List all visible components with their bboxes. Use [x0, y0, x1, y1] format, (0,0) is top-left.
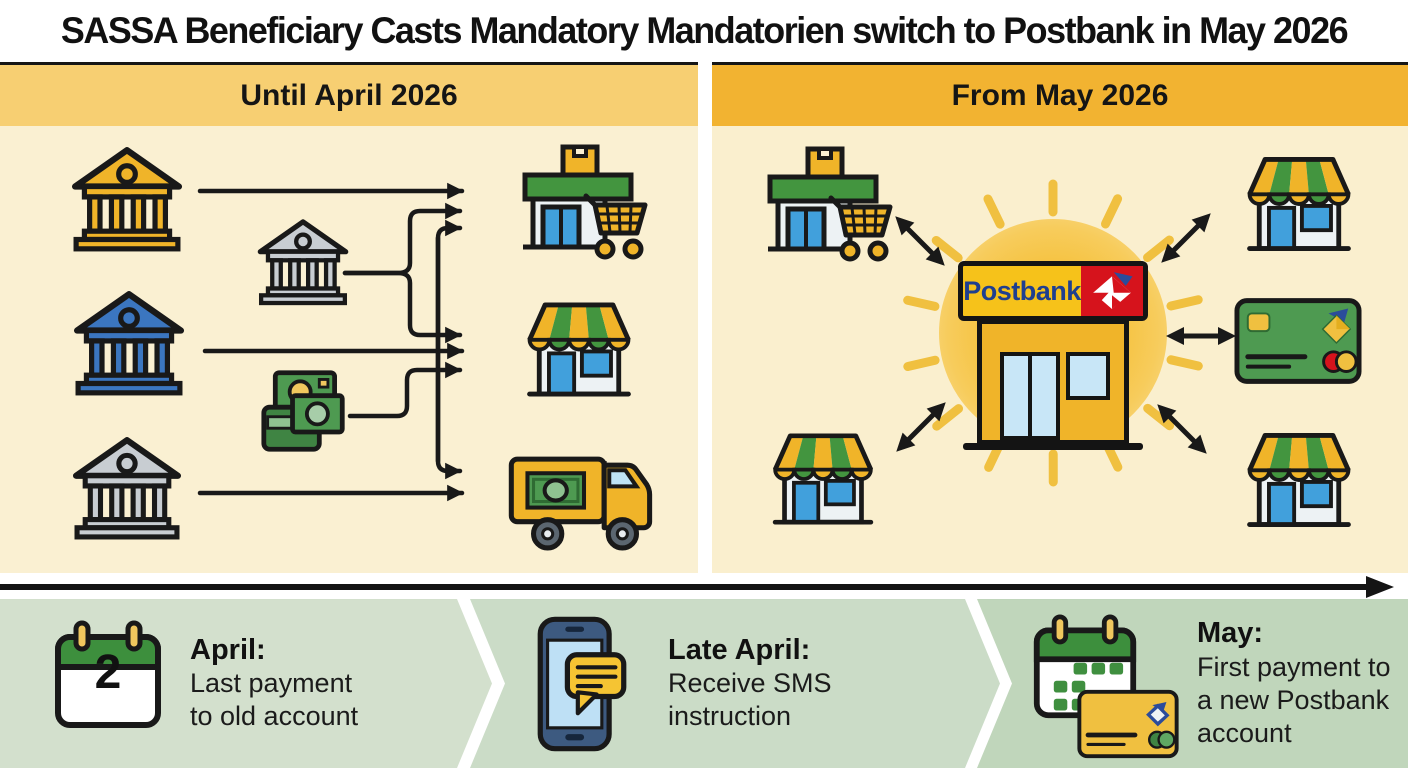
- panel-from-may: From May 2026 Postbank: [712, 62, 1408, 573]
- postbank-building-icon: [977, 319, 1129, 445]
- bank-blue-icon: [70, 289, 188, 397]
- bank-gray-icon: [68, 435, 186, 541]
- awning-store-icon: [516, 295, 642, 404]
- step-line: Last payment: [190, 668, 353, 699]
- right-panel-header: From May 2026: [712, 65, 1408, 126]
- payment-flow-arrows: [197, 182, 465, 502]
- step-line: account: [1197, 717, 1292, 748]
- left-panel-header: Until April 2026: [0, 65, 698, 126]
- timeline-step-late-april: Late April: Receive SMS instruction: [470, 599, 1000, 768]
- bank-yellow-icon: [68, 145, 186, 253]
- timeline-step-may: May: First payment to a new Postbank acc…: [977, 599, 1408, 768]
- calendar-card-icon: [1031, 609, 1181, 759]
- step-line: to old account: [190, 701, 359, 732]
- step-title: May:: [1197, 617, 1264, 650]
- step-title: April:: [190, 633, 266, 666]
- step-title: Late April:: [668, 633, 811, 666]
- calendar-icon: 2: [52, 611, 164, 757]
- postbank-card-icon: [1077, 689, 1179, 759]
- timeline-axis: [0, 573, 1408, 599]
- cash-truck-icon: [503, 447, 665, 553]
- cash-wallet-icon: [256, 367, 352, 455]
- postbank-sign-label: Postbank: [963, 275, 1081, 306]
- phone-sms-icon: [534, 614, 634, 754]
- bank-card-icon: [1234, 295, 1362, 387]
- postbank-logo-icon: [1081, 266, 1143, 316]
- step-line: Receive SMS: [668, 668, 832, 699]
- postbank-sign: Postbank: [958, 261, 1148, 321]
- step-line: First payment to: [1197, 651, 1391, 682]
- title-bar: SASSA Beneficiary Casts Mandatory Mandat…: [0, 0, 1408, 62]
- postbank-window: [1066, 352, 1110, 400]
- awning-store-icon: [1236, 425, 1362, 535]
- postbank-base-line: [963, 443, 1143, 450]
- calendar-day-label: 2: [94, 645, 122, 699]
- double-arrow-icon: [1164, 323, 1238, 349]
- awning-store-icon: [762, 425, 884, 533]
- step-line: instruction: [668, 701, 792, 732]
- bank-gray-icon: [256, 217, 350, 307]
- panel-until-april: Until April 2026: [0, 62, 698, 573]
- store-with-cart-icon: [748, 145, 898, 265]
- timeline-step-april: 2 April: Last payment to old account: [0, 599, 492, 768]
- page-title: SASSA Beneficiary Casts Mandatory Mandat…: [60, 10, 1349, 51]
- timeline: 2 April: Last payment to old account Lat…: [0, 599, 1408, 768]
- store-with-cart-icon: [503, 143, 653, 263]
- step-line: a new Postbank: [1197, 684, 1390, 715]
- awning-store-icon: [1236, 149, 1362, 259]
- timeline-arrow-icon: [0, 576, 1394, 598]
- postbank-door: [1000, 352, 1060, 440]
